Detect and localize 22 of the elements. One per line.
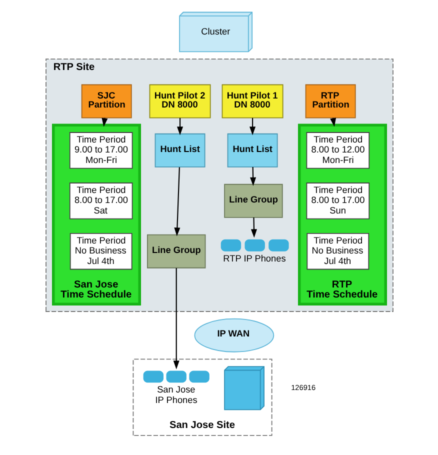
arrow [250,166,256,186]
node-box: Time Period 8.00 to 17.00 Sat [68,182,132,220]
node-box: Time Period 9.00 to 17.00 Mon-Fri [68,132,132,169]
node-box: Line Group [224,184,282,218]
arrow [250,217,256,238]
node-box: Time Period 8.00 to 12.00 Mon-Fri [306,132,370,169]
node-label: San Jose IP Phones [154,384,197,405]
node-box: Time Period No Business Jul 4th [306,233,369,270]
node-box: Line Group [146,234,206,268]
arrow [176,118,183,136]
node-box: Hunt List [226,133,278,168]
node-box: Time Period 8.00 to 17.00 Sun [306,182,370,220]
arrow [249,118,256,136]
node-box: Time Period No Business Jul 4th [69,233,132,270]
arrow [172,268,179,370]
node-ellipse: IP WAN [194,318,274,352]
node-box: Hunt List [154,133,205,168]
node-label: RTP IP Phones [222,253,286,264]
node-box: Hunt Pilot 1 DN 8000 [221,84,283,118]
arrow [174,167,180,236]
label: 126916 [290,382,316,392]
node-box: Hunt Pilot 2 DN 8000 [148,84,210,118]
